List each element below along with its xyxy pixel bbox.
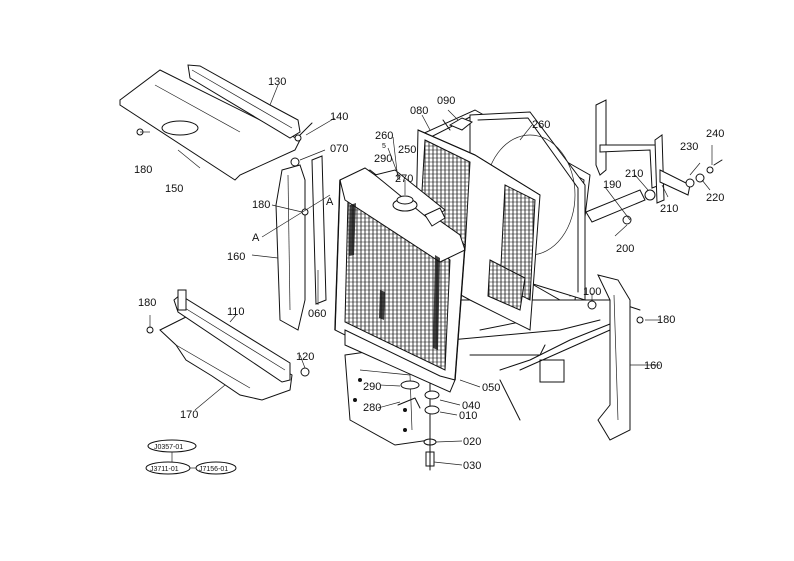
- label-180-left-low: 180: [138, 297, 156, 309]
- serial-references: J0357-01 J3711-01 J7156-01: [145, 439, 237, 475]
- label-080: 080: [410, 105, 428, 117]
- label-050: 050: [482, 382, 500, 394]
- label-250: 250: [398, 144, 416, 156]
- label-110: 110: [227, 306, 245, 318]
- label-070: 070: [330, 143, 348, 155]
- label-180-mid: 180: [252, 199, 270, 211]
- label-160-left: 160: [227, 251, 245, 263]
- lower-rail: [173, 289, 291, 383]
- label-040: 040: [462, 400, 480, 412]
- label-010: 010: [459, 410, 477, 422]
- fasteners: [136, 117, 644, 471]
- label-100: 100: [583, 286, 601, 298]
- label-090: 090: [437, 95, 455, 107]
- side-bar: [311, 155, 327, 305]
- label-130: 130: [268, 76, 286, 88]
- leader-lines: [140, 84, 713, 466]
- label-270: 270: [395, 173, 413, 185]
- label-180-top: 180: [134, 164, 152, 176]
- label-ref-a1: A: [326, 196, 334, 208]
- label-120: 120: [296, 351, 314, 363]
- label-280: 280: [363, 402, 381, 414]
- label-180-right: 180: [657, 314, 675, 326]
- right-side-shroud: [597, 274, 631, 441]
- label-290-top: 290: [374, 153, 392, 165]
- label-290-low: 290: [363, 381, 381, 393]
- upper-right-stay: [585, 99, 723, 225]
- top-cover-plate: [119, 69, 301, 181]
- label-210-b: 210: [660, 203, 678, 215]
- label-020: 020: [463, 436, 481, 448]
- label-240: 240: [706, 128, 724, 140]
- label-030: 030: [463, 460, 481, 472]
- top-bracket: [187, 64, 301, 139]
- label-260-left: 260: [375, 130, 393, 142]
- label-190: 190: [603, 179, 621, 191]
- left-side-shroud: [275, 164, 306, 331]
- radiator: [334, 167, 466, 393]
- serial-j0357: J0357-01: [154, 444, 183, 451]
- label-210-a: 210: [625, 168, 643, 180]
- label-ref-a2: A: [252, 232, 260, 244]
- label-230: 230: [680, 141, 698, 153]
- serial-j3711: J3711-01: [150, 466, 179, 473]
- label-060: 060: [308, 308, 326, 320]
- label-170: 170: [180, 409, 198, 421]
- label-ref-5: 5: [382, 143, 386, 150]
- label-150: 150: [165, 183, 183, 195]
- label-140: 140: [330, 111, 348, 123]
- serial-j7156: J7156-01: [199, 466, 228, 473]
- label-200: 200: [616, 243, 634, 255]
- label-220: 220: [706, 192, 724, 204]
- label-160-right: 160: [644, 360, 662, 372]
- part-labels: 130 140 070 180 150 180 A A 160 060 080 …: [134, 76, 724, 472]
- label-260-top: 260: [532, 119, 550, 131]
